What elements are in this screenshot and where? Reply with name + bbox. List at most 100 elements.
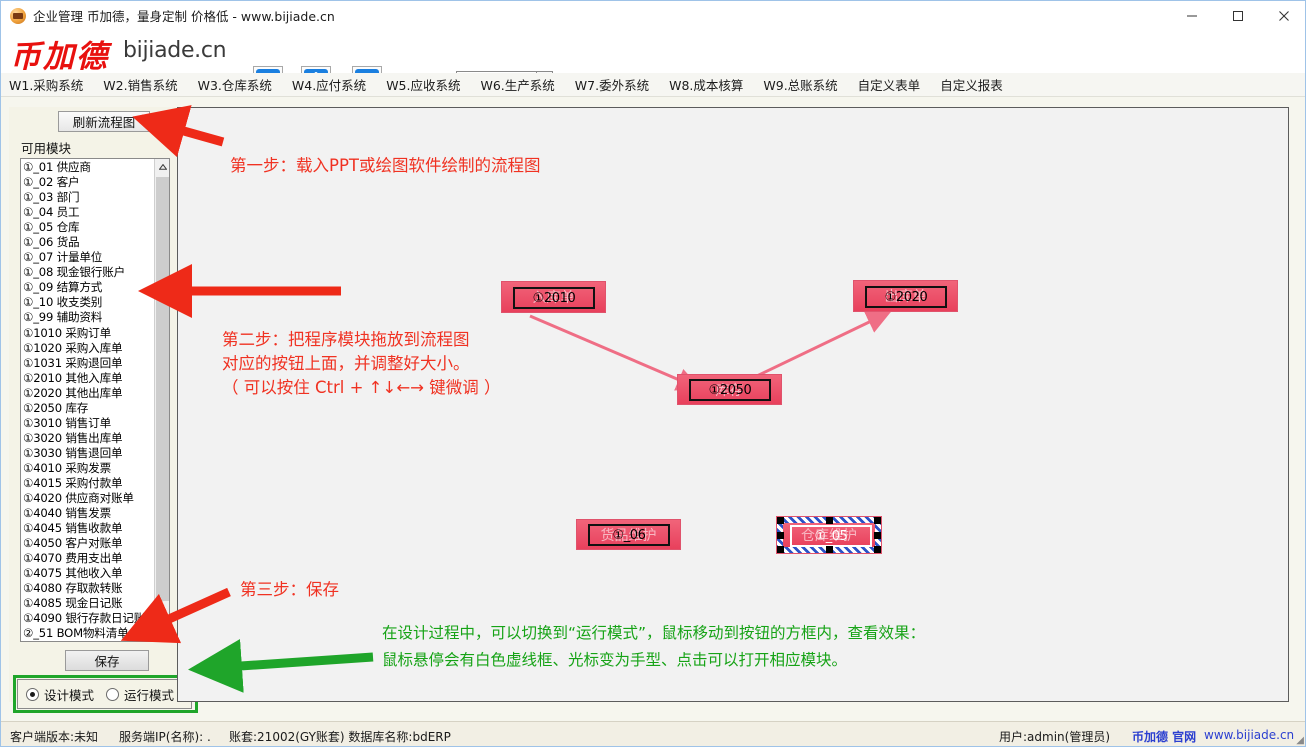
module-list-item[interactable]: ①3030 销售退回单 bbox=[23, 445, 123, 460]
status-account-db: 账套:21002(GY账套) 数据库名称:bdERP bbox=[229, 730, 451, 744]
mode-radio-group: 设计模式 运行模式 bbox=[17, 679, 192, 709]
resize-handle-se[interactable] bbox=[874, 546, 881, 553]
flow-connector-layer bbox=[529, 311, 892, 391]
module-list-item[interactable]: ①4090 银行存款日记账 bbox=[23, 611, 146, 626]
annotation-hint: 在设计过程中，可以切换到“运行模式”，鼠标移动到按钮的方框内，查看效果： 鼠标悬… bbox=[382, 624, 926, 669]
node-button-frame[interactable]: ①_06 bbox=[588, 524, 670, 546]
node-button-frame[interactable]: ①2050 bbox=[689, 379, 771, 401]
module-list-item[interactable]: ①1031 采购退回单 bbox=[23, 355, 123, 370]
close-button[interactable] bbox=[1261, 1, 1305, 30]
module-list-item[interactable]: ①4075 其他收入单 bbox=[23, 566, 123, 581]
menu-item-5[interactable]: W5.应收系统 bbox=[386, 78, 461, 93]
module-list-item[interactable]: ②_51 BOM物料清单 bbox=[23, 626, 129, 641]
brand-bar: 币加德 bijiade.cn bbox=[1, 30, 1305, 99]
module-list-item[interactable]: ①4080 存取款转账 bbox=[23, 581, 123, 596]
module-list-item[interactable]: ①2050 库存 bbox=[23, 400, 89, 415]
module-list-item[interactable]: ①4070 费用支出单 bbox=[23, 551, 123, 566]
resize-handle-sw[interactable] bbox=[777, 546, 784, 553]
module-list-item[interactable]: ①3010 销售订单 bbox=[23, 415, 111, 430]
module-list-item[interactable]: ①_06 货品 bbox=[23, 235, 80, 250]
module-list-item[interactable]: ①1010 采购订单 bbox=[23, 325, 111, 340]
module-list-item[interactable]: ①4050 客户对账单 bbox=[23, 536, 123, 551]
module-list-item[interactable]: ①4085 现金日记账 bbox=[23, 596, 123, 611]
resize-handle-e[interactable] bbox=[874, 532, 881, 539]
menu-item-9[interactable]: W9.总账系统 bbox=[763, 78, 838, 93]
node-ghost-label: 仓库维护 bbox=[801, 528, 857, 544]
available-modules-label: 可用模块 bbox=[21, 141, 72, 156]
module-list-item[interactable]: ①4010 采购发票 bbox=[23, 460, 111, 475]
module-list-item[interactable]: ①_02 客户 bbox=[23, 175, 80, 190]
annotation-step-3: 第三步：保存 bbox=[240, 580, 339, 599]
module-list-item[interactable]: ①_03 部门 bbox=[23, 190, 80, 205]
node-ghost-label: 货品维护 bbox=[600, 527, 657, 544]
flow-node-2010[interactable]: 入库单 ①2010 bbox=[501, 281, 606, 313]
module-list-item[interactable]: ①_99 辅助资料 bbox=[23, 310, 103, 325]
flow-node-05[interactable]: 仓库维护 ①_05 bbox=[776, 516, 882, 554]
menu-item-1[interactable]: W1.采购系统 bbox=[9, 78, 84, 93]
radio-design-mode[interactable]: 设计模式 bbox=[26, 685, 94, 704]
flow-node-2050[interactable]: 库存 ①2050 bbox=[677, 374, 782, 405]
node-button-frame[interactable]: ①2010 bbox=[513, 287, 595, 309]
menu-item-6[interactable]: W6.生产系统 bbox=[480, 78, 555, 93]
module-list-item[interactable]: ①_01 供应商 bbox=[23, 160, 91, 174]
menu-item-3[interactable]: W3.仓库系统 bbox=[197, 78, 272, 93]
flowchart-canvas[interactable]: 入库单 ①2010 出库单 ①2020 库存 ①2050 货品维护 bbox=[177, 107, 1289, 702]
module-list-item[interactable]: ①4020 供应商对账单 bbox=[23, 491, 134, 506]
radio-run-mode[interactable]: 运行模式 bbox=[106, 685, 174, 704]
menu-item-11[interactable]: 自定义报表 bbox=[940, 78, 1003, 93]
module-list-item[interactable]: ①_09 结算方式 bbox=[23, 280, 103, 295]
flow-node-2020[interactable]: 出库单 ①2020 bbox=[853, 280, 958, 312]
module-list-item[interactable]: ①4045 销售收款单 bbox=[23, 521, 123, 536]
resize-handle-nw[interactable] bbox=[777, 517, 784, 524]
module-list-item[interactable]: ①_08 现金银行账户 bbox=[23, 265, 125, 280]
node-ghost-label: 入库单 bbox=[532, 290, 575, 306]
resize-handle-n[interactable] bbox=[826, 517, 833, 524]
radio-design-mode-label: 设计模式 bbox=[44, 687, 95, 703]
minimize-button[interactable] bbox=[1169, 1, 1215, 30]
module-list-item[interactable]: ①2020 其他出库单 bbox=[23, 385, 123, 400]
scroll-down-icon[interactable] bbox=[155, 626, 169, 641]
menu-item-10[interactable]: 自定义表单 bbox=[857, 78, 921, 93]
resize-handle-w[interactable] bbox=[777, 532, 784, 539]
menu-item-4[interactable]: W4.应付系统 bbox=[291, 78, 367, 93]
window-title: 企业管理 币加德，量身定制 价格低 - www.bijiade.cn bbox=[33, 9, 335, 24]
module-list-item[interactable]: ①4040 销售发票 bbox=[23, 506, 111, 521]
module-list-item[interactable]: ①_05 仓库 bbox=[23, 220, 80, 235]
refresh-flowchart-button[interactable]: 刷新流程图 bbox=[58, 111, 150, 132]
node-module-code: ①_05 bbox=[814, 528, 848, 544]
resize-handle-ne[interactable] bbox=[874, 517, 881, 524]
annotation-step-2: 第二步：把程序模块拖放到流程图 对应的按钮上面，并调整好大小。 （ 可以按住 C… bbox=[222, 330, 501, 397]
node-ghost-label: 出库单 bbox=[884, 289, 927, 305]
radio-run-mode-label: 运行模式 bbox=[124, 687, 175, 703]
node-module-code: ①2010 bbox=[532, 290, 576, 306]
save-button[interactable]: 保存 bbox=[65, 650, 149, 671]
module-list-item[interactable]: ①_04 员工 bbox=[23, 205, 80, 220]
module-list-item[interactable]: ①2010 其他入库单 bbox=[23, 370, 123, 385]
menu-item-2[interactable]: W2.销售系统 bbox=[103, 78, 178, 93]
node-module-code: ①_06 bbox=[612, 527, 646, 543]
module-list-item[interactable]: ①1020 采购入库单 bbox=[23, 340, 123, 355]
maximize-button[interactable] bbox=[1215, 1, 1261, 30]
resize-handle-s[interactable] bbox=[826, 546, 833, 553]
node-module-code: ①2020 bbox=[884, 289, 928, 305]
scrollbar-thumb[interactable] bbox=[156, 177, 169, 601]
menu-item-8[interactable]: W8.成本核算 bbox=[669, 78, 744, 93]
node-button-frame[interactable]: ①_05 bbox=[790, 525, 872, 547]
status-site-name[interactable]: 币加德 官网 bbox=[1132, 730, 1197, 744]
module-list-item[interactable]: ①_10 收支类别 bbox=[23, 295, 103, 310]
scroll-up-icon[interactable] bbox=[155, 159, 169, 174]
flow-node-06[interactable]: 货品维护 ①_06 bbox=[576, 519, 681, 550]
menu-item-7[interactable]: W7.委外系统 bbox=[574, 78, 650, 93]
module-list-scrollbar[interactable] bbox=[154, 159, 169, 641]
app-icon bbox=[10, 7, 26, 24]
module-list-item[interactable]: ①4015 采购付款单 bbox=[23, 475, 123, 490]
node-button-frame[interactable]: ①2020 bbox=[865, 286, 947, 308]
resize-grip-icon[interactable]: ◢ bbox=[1296, 735, 1304, 746]
status-site-url[interactable]: www.bijiade.cn bbox=[1204, 728, 1295, 742]
module-list-item[interactable]: ①_07 计量单位 bbox=[23, 250, 103, 265]
module-list-item[interactable]: ①3020 销售出库单 bbox=[23, 430, 123, 445]
module-list-item[interactable]: ②_52 工作站 bbox=[23, 642, 155, 643]
